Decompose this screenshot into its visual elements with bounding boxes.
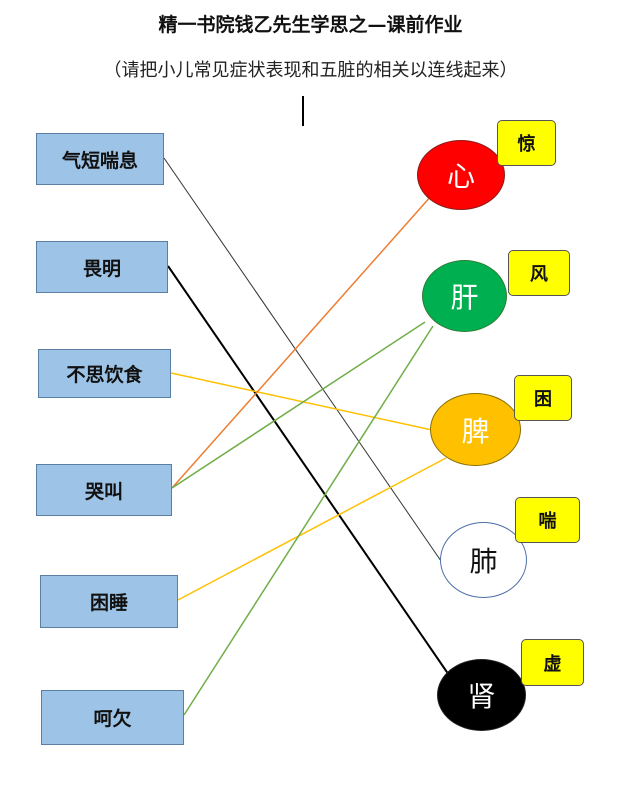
organ-tag-jing: 惊 [497, 120, 556, 166]
organ-tag-kun: 困 [514, 375, 572, 421]
organ-label: 肺 [469, 545, 498, 578]
tag-label: 虚 [543, 653, 562, 675]
symptom-box-kunshui[interactable]: 困睡 [40, 575, 178, 628]
organ-circle-xin[interactable]: 心 [417, 140, 505, 210]
symptom-box-hexian[interactable]: 呵欠 [41, 690, 184, 745]
text-cursor [302, 96, 304, 126]
line-kujiao-xin [171, 194, 433, 489]
organ-label: 肝 [450, 281, 479, 314]
tag-label: 困 [534, 389, 552, 410]
line-kujiao-gan [171, 321, 426, 489]
organ-circle-pi[interactable]: 脾 [430, 393, 521, 466]
page-title: 精一书院钱乙先生学思之—课前作业 [158, 14, 463, 36]
line-hexian-gan [183, 325, 434, 716]
organ-tag-feng: 风 [508, 250, 570, 296]
tag-label: 喘 [538, 511, 557, 532]
symptom-label: 气短喘息 [61, 149, 138, 172]
symptom-label: 哭叫 [84, 480, 123, 503]
line-kunshui-pi [177, 457, 447, 601]
page-subtitle: （请把小儿常见症状表现和五脏的相关以连线起来） [103, 60, 518, 81]
tag-label: 风 [530, 264, 548, 285]
organ-circle-shen[interactable]: 肾 [437, 659, 526, 731]
symptom-label: 呵欠 [93, 708, 132, 730]
line-qiduan-fei [163, 157, 442, 562]
organ-circle-gan[interactable]: 肝 [422, 260, 507, 332]
organ-label: 肾 [467, 680, 496, 713]
symptom-box-qiduanchuanxi[interactable]: 气短喘息 [36, 133, 164, 185]
organ-tag-chuan: 喘 [515, 497, 580, 543]
organ-circle-fei[interactable]: 肺 [440, 522, 527, 598]
organ-label: 心 [446, 160, 475, 193]
organ-tag-xu: 虚 [521, 639, 584, 686]
symptom-box-kujiao[interactable]: 哭叫 [36, 464, 172, 516]
symptom-label: 不思饮食 [66, 364, 143, 386]
symptom-box-busiyinshi[interactable]: 不思饮食 [38, 349, 171, 398]
tag-label: 惊 [517, 134, 536, 155]
symptom-label: 困睡 [89, 592, 128, 614]
line-busi-pi [170, 372, 433, 431]
organ-label: 脾 [461, 414, 490, 448]
line-weiming-shen [167, 265, 452, 679]
symptom-label: 畏明 [82, 257, 121, 280]
symptom-box-weiming[interactable]: 畏明 [36, 241, 168, 293]
